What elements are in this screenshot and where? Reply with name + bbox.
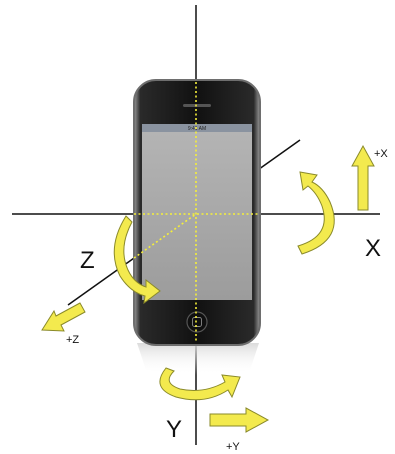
phone-earpiece [183, 104, 211, 107]
plus-z-label: +Z [66, 334, 79, 346]
plus-y-arrow [209, 407, 270, 433]
plus-z-arrow [41, 302, 86, 332]
z-axis-label: Z [80, 247, 95, 274]
curved-rotation-arrow-icon [113, 215, 161, 305]
x-axis-label: X [365, 235, 381, 262]
phone-status-time: 9:41 AM [188, 126, 206, 132]
plus-x-arrow [351, 144, 375, 211]
phone-home-button [186, 311, 208, 333]
curved-rotation-arrow-icon [297, 171, 335, 255]
z-guide-line [133, 213, 197, 259]
block-arrow-icon [209, 407, 270, 433]
phone-status-bar [142, 124, 252, 132]
plus-y-label: +Y [226, 441, 240, 453]
phone-screen [142, 124, 252, 300]
guide-lines [133, 82, 260, 343]
block-arrow-icon [351, 144, 375, 211]
y-rotation-arrow [159, 367, 241, 401]
z-rotation-arrow [113, 215, 161, 305]
y-axis-label: Y [166, 416, 182, 443]
plus-x-label: +X [374, 148, 388, 160]
home-button-square-icon [192, 317, 202, 327]
phone-reflection [137, 343, 259, 375]
iphone: 9:41 AM [133, 79, 261, 346]
block-arrow-icon [41, 302, 86, 332]
curved-rotation-arrow-icon [159, 367, 241, 401]
x-rotation-arrow [297, 171, 335, 255]
